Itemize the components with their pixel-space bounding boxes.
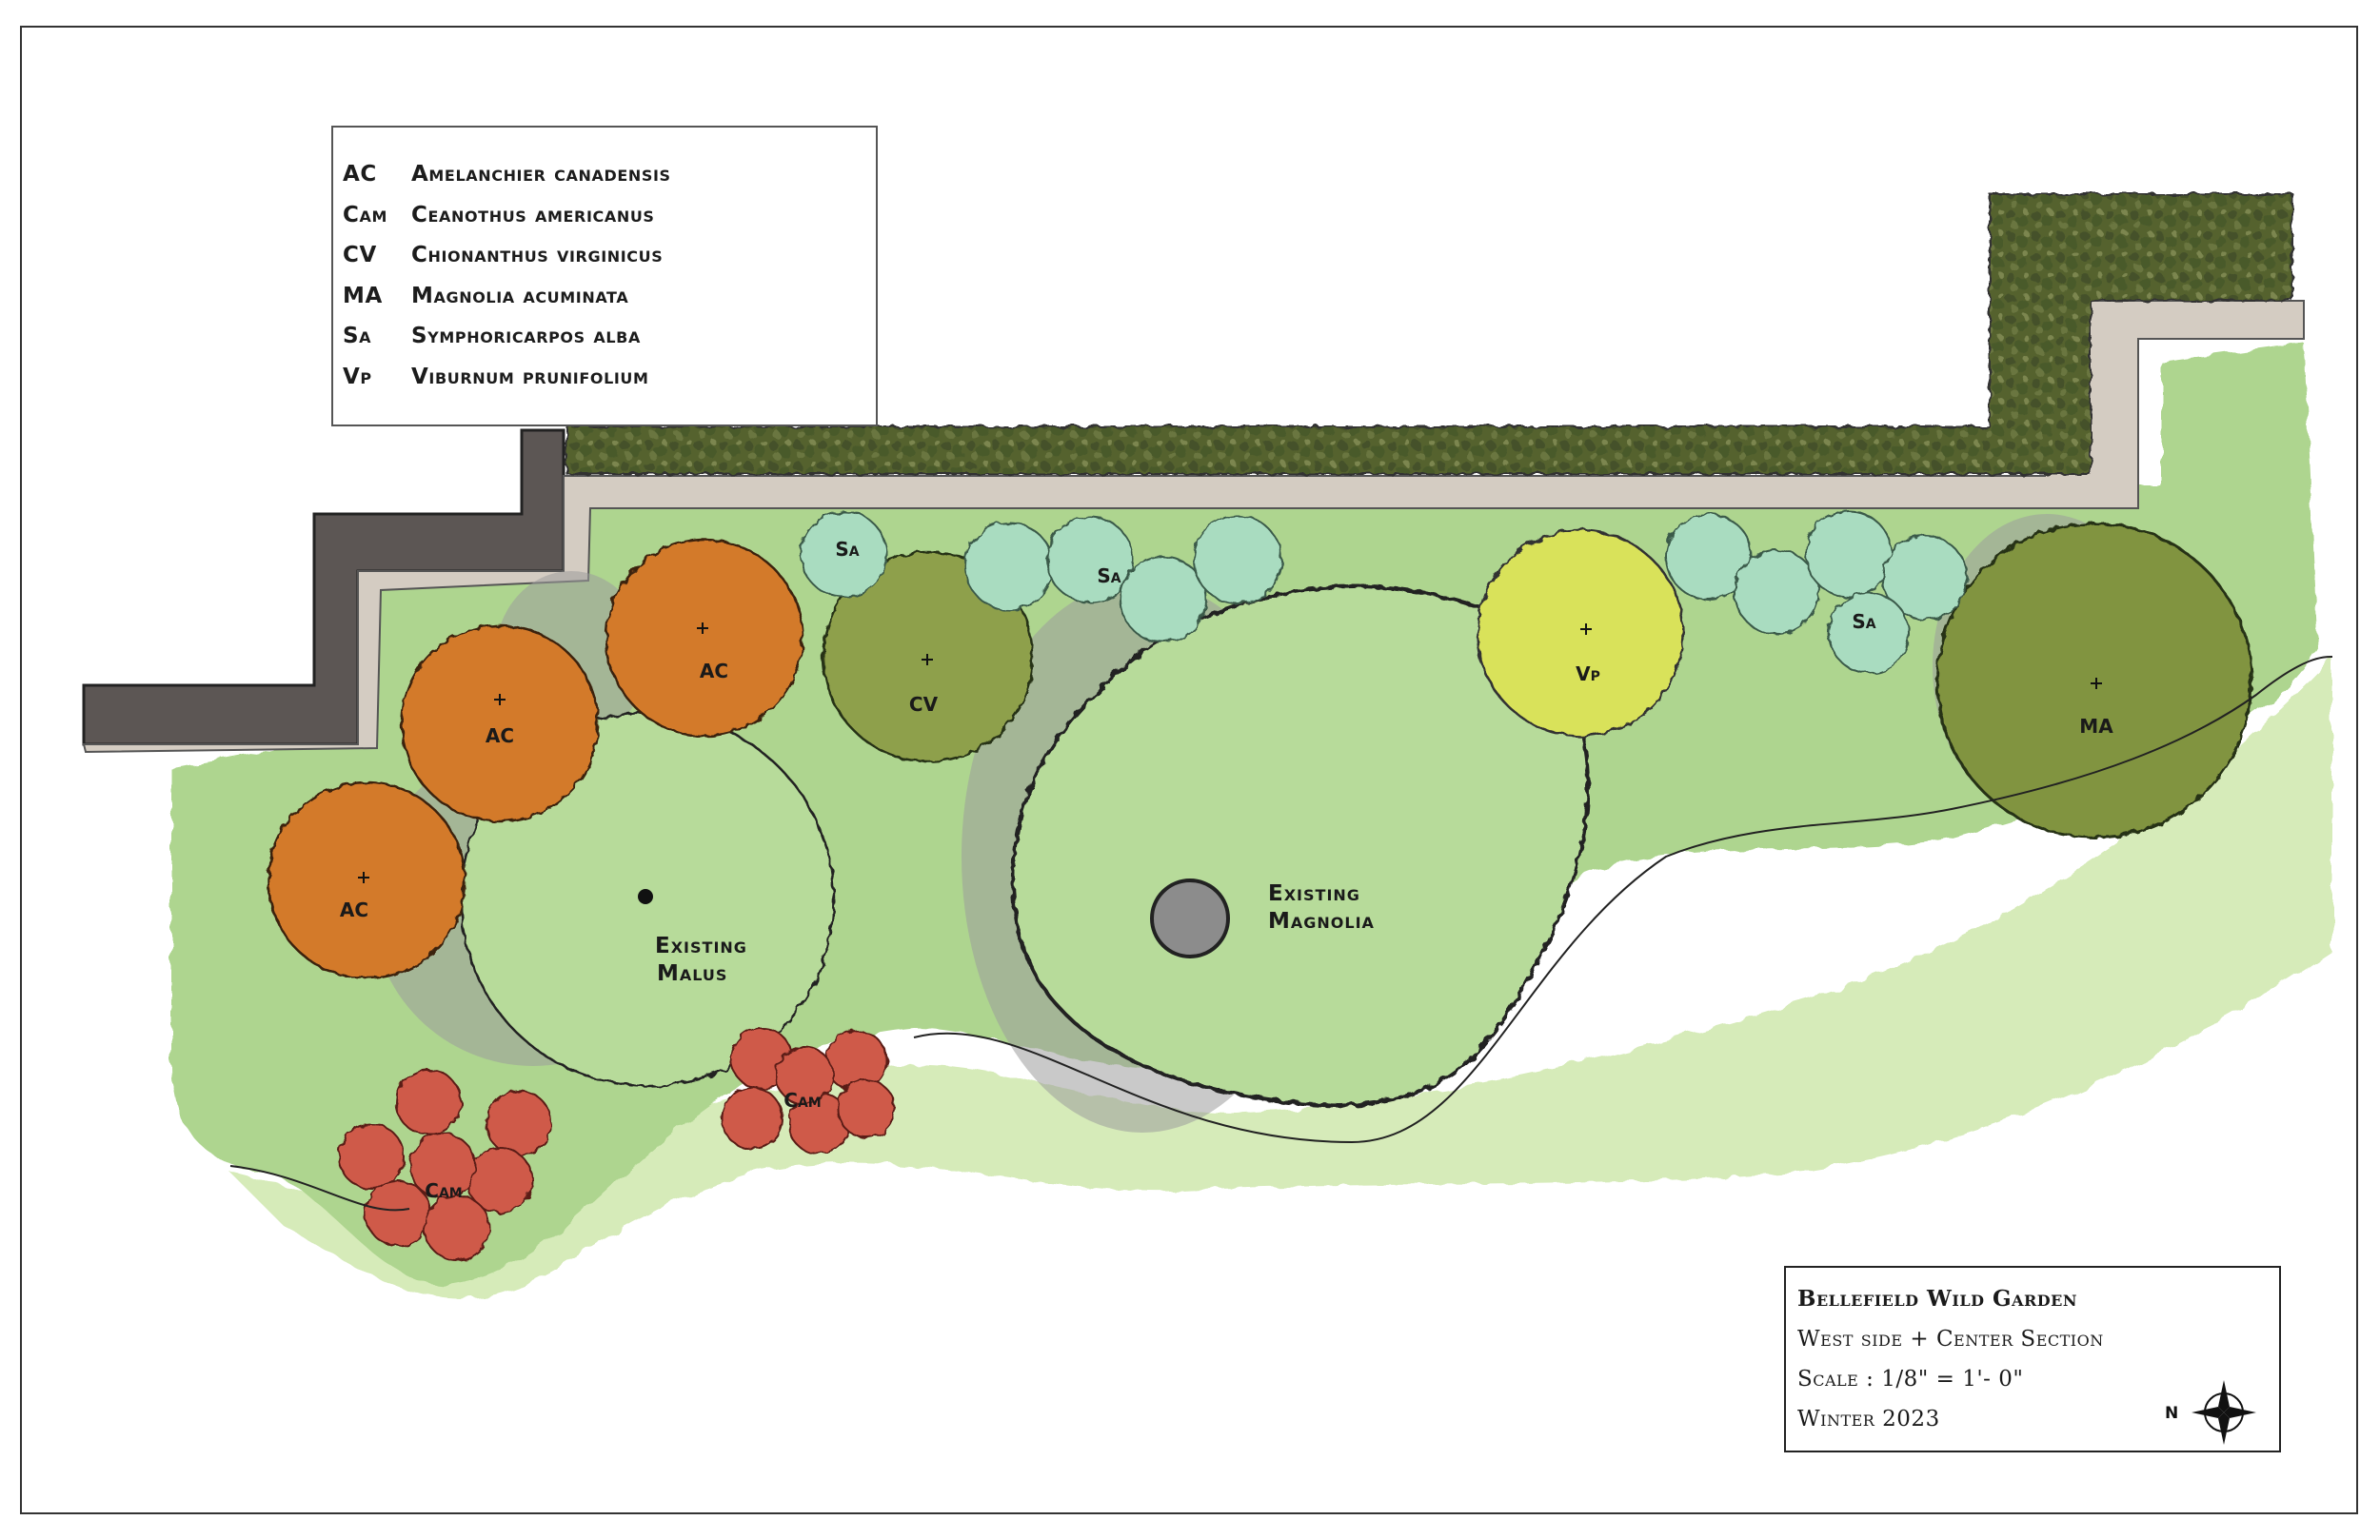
- symphoricarpos-shrub: [800, 510, 887, 598]
- label-existing-magnolia: Existing: [1268, 881, 1360, 906]
- ceanothus-shrub: [775, 1046, 834, 1105]
- label-ac: AC: [700, 660, 728, 682]
- amelanchier-tree: [267, 780, 466, 980]
- legend-name: Magnolia acuminata: [411, 283, 629, 308]
- label-ma: MA: [2079, 715, 2113, 738]
- symphoricarpos-group: [800, 510, 1968, 674]
- legend-row: Cam Ceanothus americanus: [333, 195, 876, 236]
- legend-row: Vp Viburnum prunifolium: [333, 357, 876, 398]
- legend-code: MA: [343, 283, 383, 308]
- legend-code: AC: [343, 162, 377, 188]
- label-sa: Sa: [1097, 564, 1121, 587]
- title-block: Bellefield Wild Garden West side + Cente…: [1784, 1266, 2281, 1452]
- legend-row: CV Chionanthus virginicus: [333, 235, 876, 276]
- symphoricarpos-shrub: [1734, 549, 1819, 635]
- bed-edge-line: [913, 656, 2333, 1144]
- symphoricarpos-shrub: [1046, 516, 1134, 603]
- legend-name: Ceanothus americanus: [411, 202, 655, 227]
- north-arrow: N: [2165, 1380, 2256, 1445]
- legend-name: Amelanchier canadensis: [411, 162, 671, 188]
- label-existing-malus: Malus: [657, 961, 727, 986]
- legend-name: Chionanthus virginicus: [411, 243, 664, 268]
- label-sa: Sa: [1852, 610, 1875, 633]
- amelanchier-group: [267, 538, 804, 980]
- symphoricarpos-shrub: [1665, 513, 1753, 601]
- existing-magnolia-canopy: [1011, 584, 1590, 1107]
- date-note: Winter 2023: [1797, 1407, 1940, 1431]
- legend-row: Sa Symphoricarpos alba: [333, 316, 876, 357]
- existing-magnolia-trunk: [1150, 879, 1230, 958]
- ceanothus-shrub: [409, 1133, 476, 1199]
- label-cv: CV: [909, 693, 939, 716]
- symphoricarpos-shrub: [1120, 556, 1207, 643]
- plant-legend: AC Amelanchier canadensis Cam Ceanothus …: [331, 126, 878, 426]
- amelanchier-tree: [400, 623, 600, 823]
- amelanchier-tree: [605, 538, 804, 738]
- hedge: [566, 193, 2293, 475]
- symphoricarpos-shrub: [1828, 592, 1910, 674]
- north-label: N: [2165, 1404, 2178, 1423]
- ceanothus-shrub: [338, 1123, 405, 1190]
- ceanothus-group: [338, 1027, 896, 1261]
- legend-name: Symphoricarpos alba: [411, 324, 641, 349]
- legend-row: MA Magnolia acuminata: [333, 276, 876, 317]
- ceanothus-shrub: [424, 1194, 490, 1261]
- legend-code: Vp: [343, 364, 372, 389]
- symphoricarpos-shrub: [1193, 515, 1282, 604]
- label-ac: AC: [340, 898, 368, 921]
- symphoricarpos-shrub: [964, 522, 1054, 611]
- viburnum-shrub: [1476, 528, 1685, 738]
- ceanothus-shrub: [395, 1069, 462, 1135]
- legend-code: Sa: [343, 324, 372, 349]
- magnolia-acuminata-tree: [1935, 522, 2253, 839]
- project-title: Bellefield Wild Garden: [1797, 1286, 2077, 1312]
- scale-note: Scale : 1/8" = 1'- 0": [1797, 1367, 2024, 1392]
- label-existing-magnolia: Magnolia: [1268, 909, 1375, 934]
- ceanothus-shrub: [837, 1079, 896, 1138]
- legend-row: AC Amelanchier canadensis: [333, 154, 876, 195]
- label-cam: Cam: [783, 1089, 821, 1112]
- bed-edge-line: [229, 1165, 410, 1212]
- legend-name: Viburnum prunifolium: [411, 364, 649, 389]
- existing-malus-trunk: [638, 889, 653, 904]
- label-vp: Vp: [1576, 662, 1600, 685]
- label-ac: AC: [486, 724, 514, 747]
- label-sa: Sa: [835, 538, 859, 561]
- legend-code: Cam: [343, 202, 387, 227]
- label-cam: Cam: [425, 1179, 462, 1202]
- legend-code: CV: [343, 243, 377, 268]
- ceanothus-shrub: [721, 1087, 783, 1150]
- symphoricarpos-shrub: [1805, 510, 1893, 598]
- ceanothus-shrub: [486, 1090, 552, 1156]
- plant-labels: AC AC AC CV Vp MA Sa Sa Sa Cam Cam Exist…: [340, 538, 2113, 1202]
- label-existing-malus: Existing: [655, 934, 747, 958]
- center-marks: [358, 622, 2102, 883]
- compass-icon: [2192, 1380, 2256, 1445]
- symphoricarpos-shrub: [1882, 535, 1968, 621]
- section-name: West side + Center Section: [1797, 1327, 2104, 1352]
